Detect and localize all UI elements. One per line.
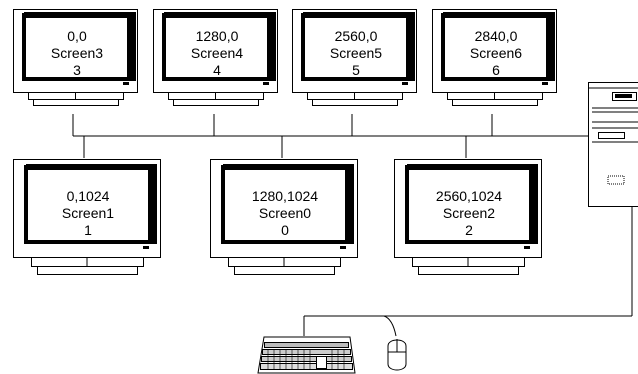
- monitor-screen-frame: [405, 165, 533, 244]
- monitor-screen-frame: [221, 165, 349, 244]
- monitor-screen0: 1280,1024 Screen0 0: [210, 159, 358, 285]
- monitor-screen6: 2840,0 Screen6 6: [432, 9, 557, 115]
- monitor-foot: [418, 266, 519, 275]
- monitor-foot: [312, 99, 398, 106]
- monitor-foot: [452, 99, 538, 106]
- screen-index: 5: [352, 61, 360, 78]
- monitor-foot: [173, 99, 259, 106]
- screen-index: 0: [281, 221, 289, 238]
- screen-index: 1: [84, 221, 92, 238]
- screen-coords: 1280,1024: [251, 187, 319, 204]
- screen-index: 3: [73, 61, 81, 78]
- screen-coords: 2560,0: [334, 27, 378, 44]
- monitor-screen1: 0,1024 Screen1 1: [13, 159, 161, 285]
- power-led: [542, 82, 548, 85]
- monitor-screen-frame: [24, 165, 152, 244]
- monitor-screen-frame: [162, 13, 271, 81]
- screen-name: Screen5: [329, 44, 383, 61]
- screen-index: 4: [213, 61, 221, 78]
- screen-coords: 2560,1024: [435, 187, 503, 204]
- screen-name: Screen2: [442, 204, 496, 221]
- monitor-screen2: 2560,1024 Screen2 2: [394, 159, 542, 285]
- monitor-screen3: 0,0 Screen3 3: [13, 9, 138, 115]
- screen-coords: 2840,0: [474, 27, 518, 44]
- power-led: [263, 82, 269, 85]
- screen-coords: 0,1024: [66, 187, 110, 204]
- desktop-tower-icon: [588, 82, 638, 207]
- power-led: [402, 82, 408, 85]
- screen-name: Screen3: [50, 44, 104, 61]
- monitor-screen4: 1280,0 Screen4 4: [153, 9, 278, 115]
- screen-index: 2: [465, 221, 473, 238]
- screen-name: Screen4: [190, 44, 244, 61]
- screen-name: Screen0: [258, 204, 312, 221]
- power-led: [143, 246, 149, 249]
- screen-name: Screen1: [61, 204, 115, 221]
- screen-name: Screen6: [469, 44, 523, 61]
- monitor-foot: [234, 266, 335, 275]
- monitor-foot: [37, 266, 138, 275]
- screen-coords: 1280,0: [195, 27, 239, 44]
- power-led: [524, 246, 530, 249]
- monitor-foot: [33, 99, 119, 106]
- keyboard-icon: [257, 336, 356, 374]
- monitor-screen-frame: [301, 13, 410, 81]
- screen-coords: 0,0: [67, 27, 87, 44]
- power-led: [340, 246, 346, 249]
- monitor-screen5: 2560,0 Screen5 5: [292, 9, 417, 115]
- monitor-screen-frame: [441, 13, 550, 81]
- power-led: [123, 82, 129, 85]
- mouse-icon: [387, 339, 407, 371]
- screen-index: 6: [492, 61, 500, 78]
